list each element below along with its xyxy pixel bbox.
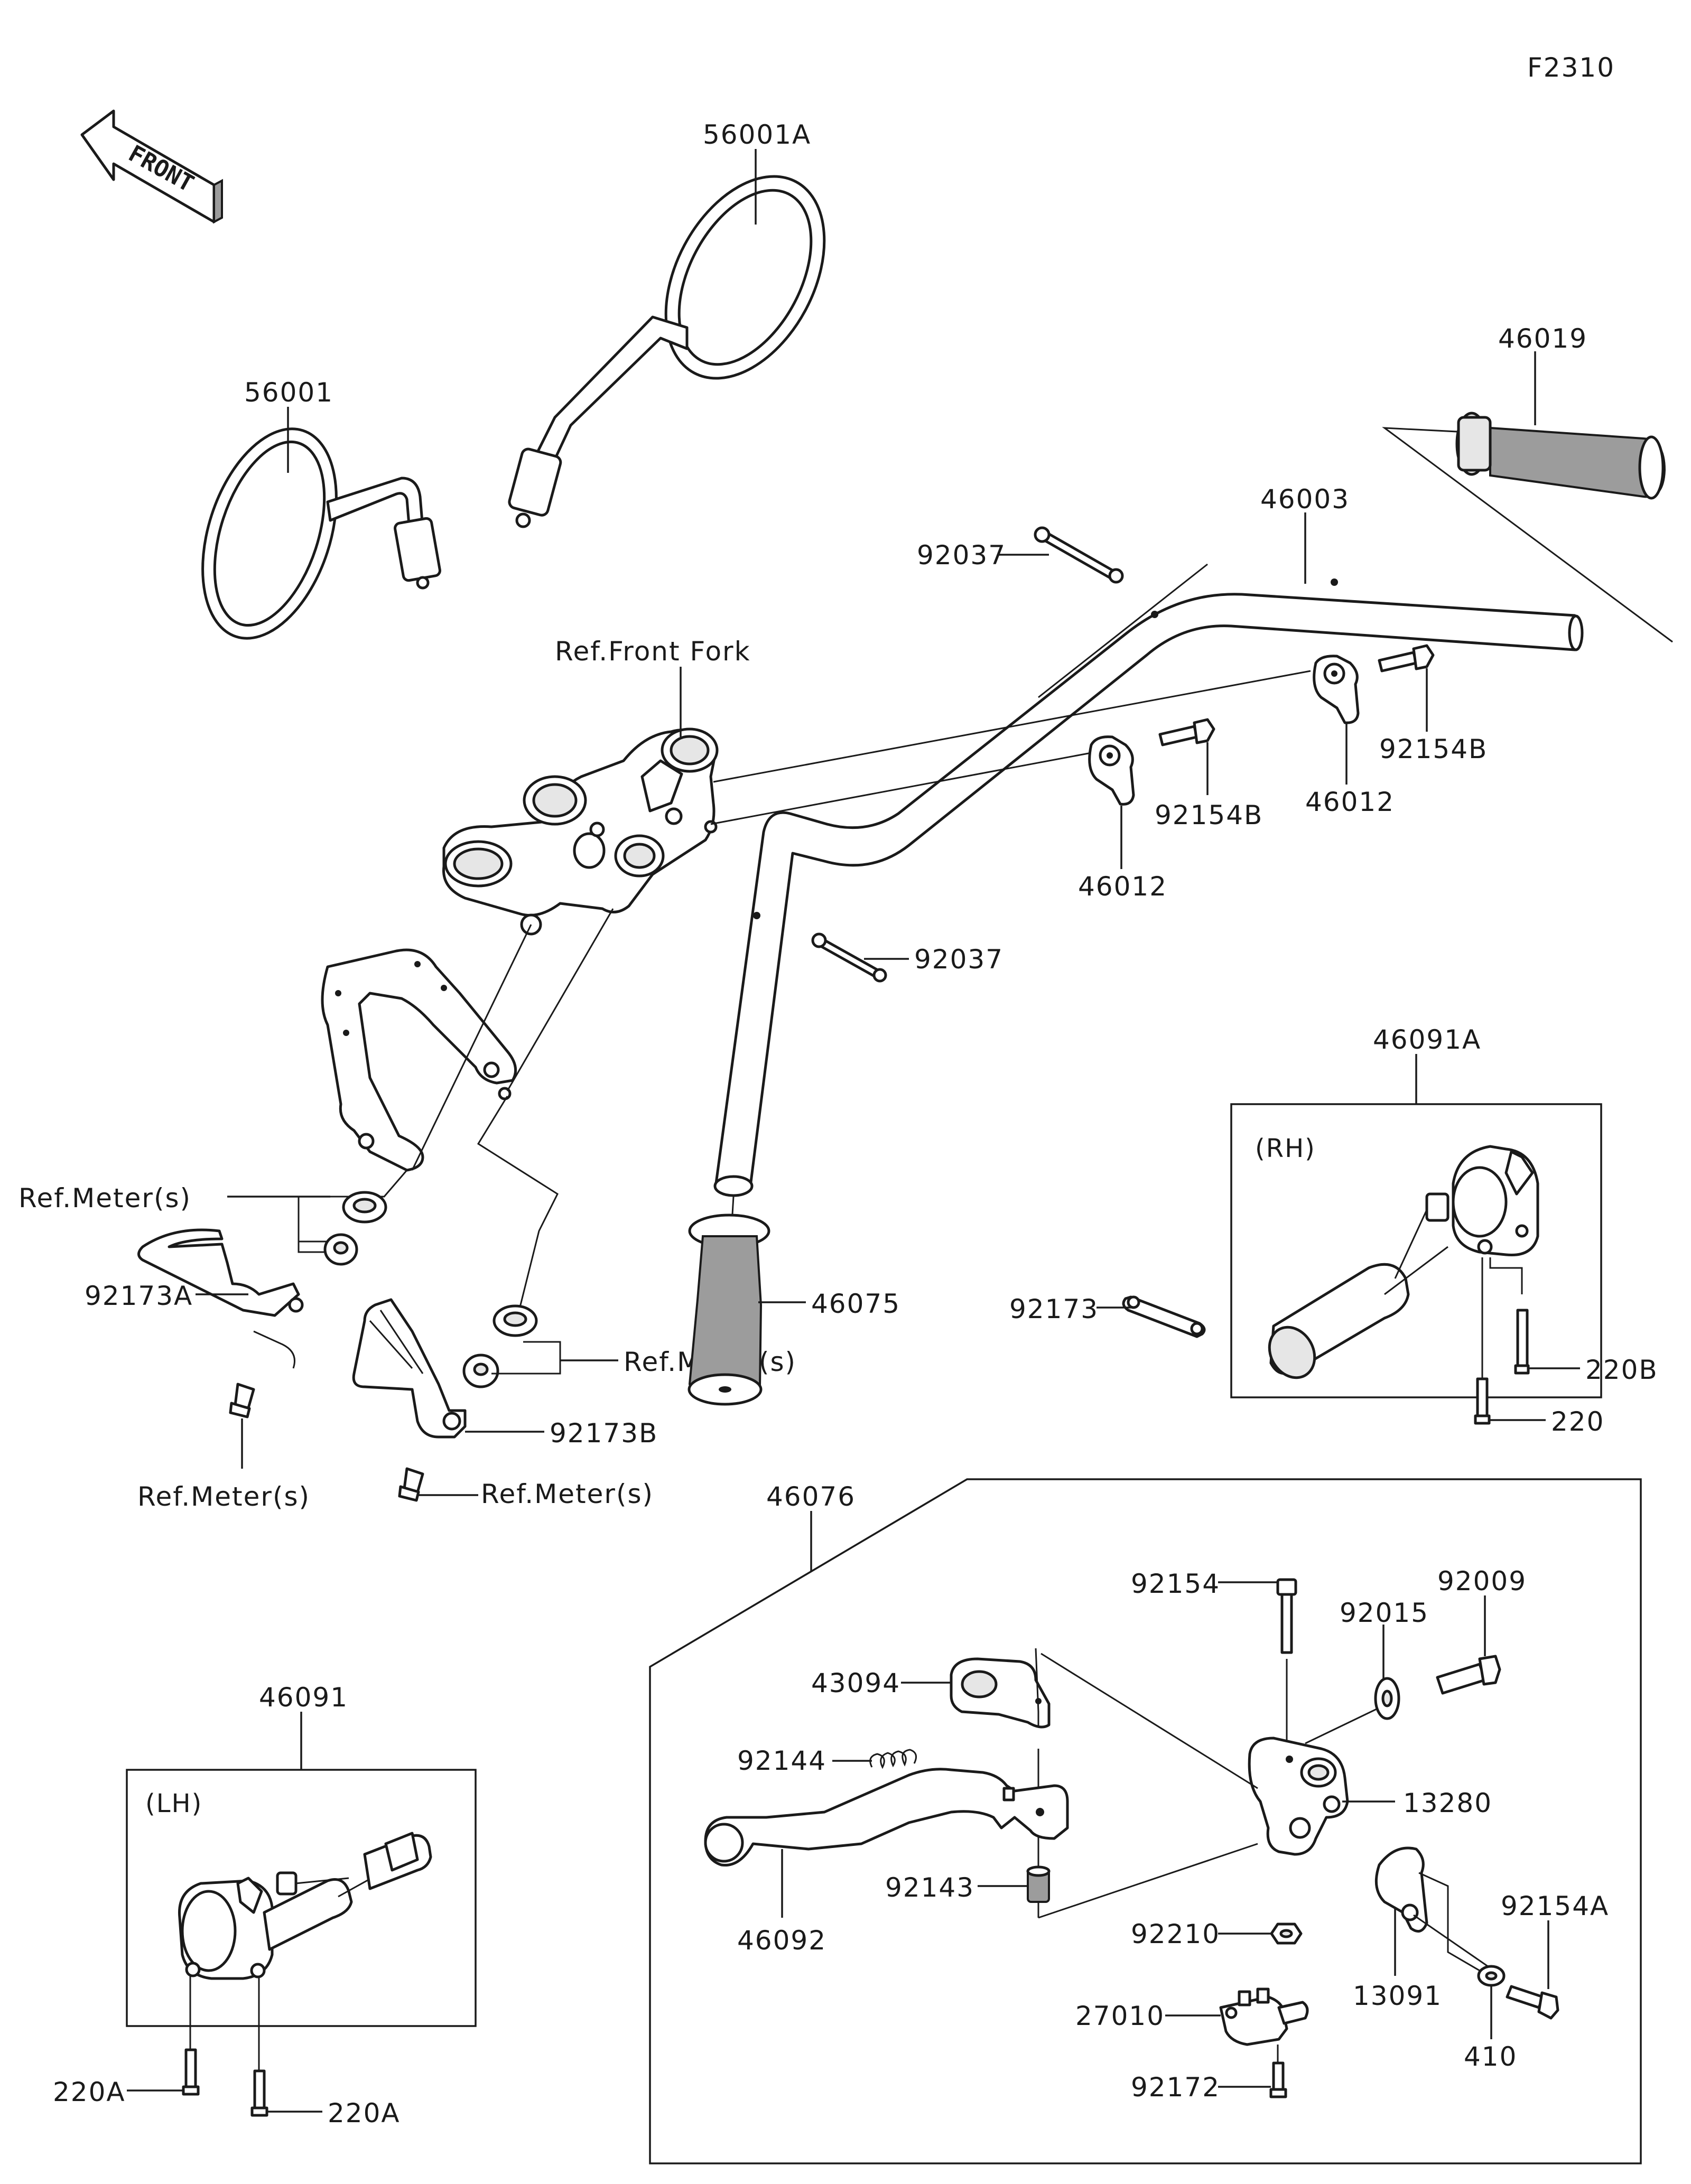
label-92009: 92009 [1437,1566,1527,1597]
label-92143: 92143 [885,1872,974,1903]
label-rh: (RH) [1255,1134,1316,1163]
lever-46092 [704,1768,1069,1866]
label-92015: 92015 [1340,1598,1429,1628]
label-410: 410 [1464,2041,1517,2072]
figure-code: F2310 [1527,52,1615,83]
label-92210: 92210 [1131,1919,1220,1949]
label-46091: 46091 [259,1682,348,1713]
screw-220A-right [250,2069,268,2117]
label-ref-meter-4: Ref.Meter(s) [481,1479,654,1509]
handlebar [713,563,1584,1197]
label-56001: 56001 [244,377,333,408]
pin-92037-lower [811,932,887,983]
screw-220B [1514,1309,1530,1375]
clutch-holder-13280 [1248,1737,1349,1856]
screw-220 [1474,1377,1491,1425]
label-13280: 13280 [1403,1788,1492,1818]
grommet-3 [493,1304,538,1337]
label-92173: 92173 [1009,1294,1099,1324]
grip-left [687,1196,770,1406]
screw-92172 [1269,2061,1287,2098]
label-46019: 46019 [1498,323,1587,354]
bracket-43094 [950,1657,1051,1729]
front-fork-clamp [442,727,719,936]
label-46003: 46003 [1260,484,1350,515]
label-46012-left: 46012 [1078,871,1167,902]
label-46092: 46092 [737,1925,826,1956]
switch-27010 [1219,1987,1309,2046]
front-arrow-icon: FRONT [80,109,223,224]
label-92173A: 92173A [85,1281,193,1311]
grip-right [1382,412,1673,643]
label-ref-meter-1: Ref.Meter(s) [18,1183,191,1214]
label-lh: (LH) [145,1789,202,1818]
holder-46012-left [1088,735,1135,806]
bolt-92154 [1276,1578,1297,1654]
clamp-13091 [1374,1846,1428,1933]
mirror-right [508,175,826,528]
label-92154B-left: 92154B [1155,800,1263,830]
clip-92173 [1122,1295,1206,1338]
label-92037-lower: 92037 [914,944,1004,975]
label-92154A: 92154A [1501,1891,1609,1921]
label-92154B-right: 92154B [1379,734,1488,764]
label-92173B: 92173B [550,1418,658,1449]
grommet-2 [323,1233,358,1266]
label-46075: 46075 [811,1289,900,1319]
switch-rh [1268,1145,1539,1379]
washer-410 [1477,1965,1506,1987]
label-92037-upper: 92037 [917,540,1006,571]
screw-220A-left [182,2048,200,2096]
washer-92015 [1374,1677,1400,1720]
spring-92144 [869,1749,917,1769]
label-220B: 220B [1585,1355,1658,1385]
label-92144: 92144 [737,1746,826,1776]
lever-assembly-box [649,1478,1642,2164]
label-56001A: 56001A [703,119,811,150]
nut-92210 [1270,1922,1303,1945]
pin-92037-upper [1034,526,1124,584]
screw-92009 [1436,1655,1501,1695]
mirror-left [201,427,441,640]
label-27010: 27010 [1075,2001,1165,2031]
grommet-4 [462,1354,499,1388]
label-ref-front-fork: Ref.Front Fork [555,636,751,667]
label-43094: 43094 [811,1668,900,1698]
label-46012-right: 46012 [1305,787,1395,817]
bolt-92154B-right [1378,644,1435,673]
label-46091A: 46091A [1373,1024,1481,1055]
label-46076: 46076 [766,1481,856,1512]
grommet-1 [342,1191,387,1224]
clip-92173A [137,1228,304,1369]
bolt-92154A [1506,1985,1559,2020]
holder-46012-right [1313,655,1360,724]
switch-lh [178,1832,432,1980]
screw-ref-meter-3 [229,1383,255,1418]
clip-92173B [352,1298,467,1439]
label-220A-left: 220A [53,2077,126,2107]
label-ref-meter-3: Ref.Meter(s) [137,1481,310,1512]
screw-ref-meter-4 [398,1467,424,1502]
label-220: 220 [1551,1406,1604,1437]
label-92172: 92172 [1131,2072,1220,2103]
meter-bracket-left [321,948,517,1172]
collar-92143 [1026,1865,1051,1903]
label-92154: 92154 [1131,1569,1220,1599]
bolt-92154B-left [1158,718,1215,746]
label-13091: 13091 [1353,1981,1442,2011]
label-220A-right: 220A [328,2098,401,2129]
